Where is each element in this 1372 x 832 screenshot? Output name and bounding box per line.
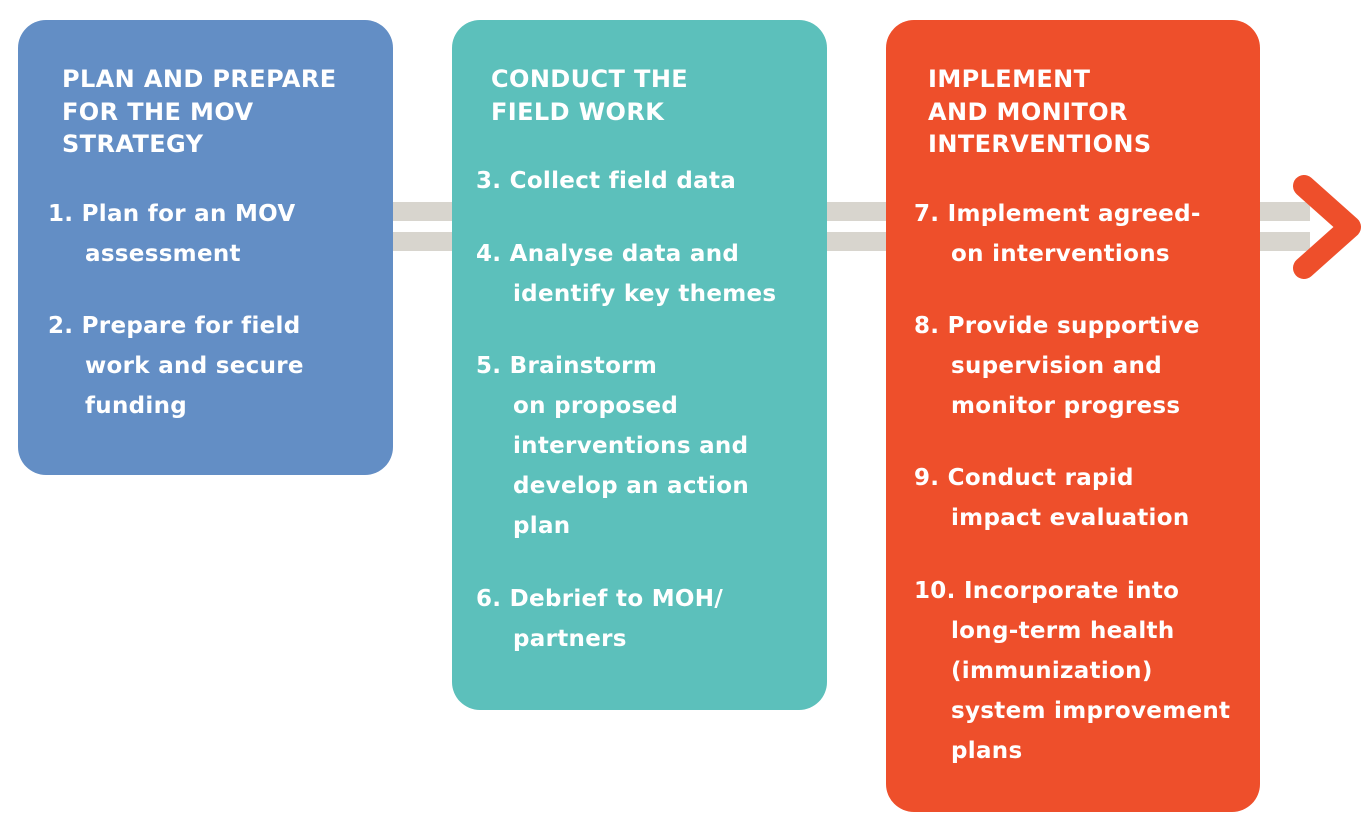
- step-5-line: 5. Brainstorm: [476, 353, 658, 379]
- step-2-line: 2. Prepare for field: [48, 313, 301, 339]
- step-4-line: identify key themes: [513, 281, 777, 307]
- step-1-line: 1. Plan for an MOV: [48, 201, 296, 227]
- step-7-line: 7. Implement agreed-: [914, 201, 1201, 227]
- stage-field-box: CONDUCT THE FIELD WORK 3. Collect field …: [452, 20, 827, 710]
- step-6-line: 6. Debrief to MOH/: [476, 586, 724, 612]
- step-10-line: (immunization): [951, 658, 1153, 684]
- step-9-line: 9. Conduct rapid: [914, 465, 1134, 491]
- step-1-line: assessment: [85, 241, 241, 267]
- step-9-line: impact evaluation: [951, 505, 1190, 531]
- step-10-line: plans: [951, 738, 1023, 764]
- step-4: 4. Analyse data and identify key themes: [476, 234, 776, 314]
- step-4-line: 4. Analyse data and: [476, 241, 740, 267]
- step-10-line: system improvement: [951, 698, 1231, 724]
- step-8-line: supervision and: [951, 353, 1162, 379]
- step-7: 7. Implement agreed- on interventions: [914, 194, 1201, 274]
- step-3-line: 3. Collect field data: [476, 168, 737, 194]
- step-2-line: funding: [85, 393, 188, 419]
- step-2: 2. Prepare for field work and secure fun…: [48, 306, 304, 426]
- step-5-line: plan: [513, 513, 571, 539]
- step-8-line: 8. Provide supportive: [914, 313, 1200, 339]
- stage-plan-title: PLAN AND PREPARE FOR THE MOV STRATEGY: [62, 65, 337, 158]
- stage-plan-box: PLAN AND PREPARE FOR THE MOV STRATEGY 1.…: [18, 20, 393, 475]
- stage-field-title: CONDUCT THE FIELD WORK: [491, 65, 689, 126]
- stage-implement-box: IMPLEMENT AND MONITOR INTERVENTIONS 7. I…: [886, 20, 1260, 812]
- step-5-line: develop an action: [513, 473, 750, 499]
- step-10-line: 10. Incorporate into: [914, 578, 1180, 604]
- step-3: 3. Collect field data: [476, 161, 736, 201]
- step-8: 8. Provide supportive supervision and mo…: [914, 306, 1200, 426]
- step-8-line: monitor progress: [951, 393, 1181, 419]
- stage-implement-title: IMPLEMENT AND MONITOR INTERVENTIONS: [928, 65, 1152, 158]
- step-7-line: on interventions: [951, 241, 1170, 267]
- step-5-line: on proposed: [513, 393, 679, 419]
- step-6: 6. Debrief to MOH/ partners: [476, 579, 723, 659]
- step-2-line: work and secure: [85, 353, 304, 379]
- step-5-line: interventions and: [513, 433, 749, 459]
- step-9: 9. Conduct rapid impact evaluation: [914, 458, 1190, 538]
- step-5: 5. Brainstorm on proposed interventions …: [476, 346, 749, 546]
- step-6-line: partners: [513, 626, 627, 652]
- step-10: 10. Incorporate into long-term health (i…: [914, 571, 1230, 771]
- arrow-right-icon: [1293, 175, 1361, 279]
- step-10-line: long-term health: [951, 618, 1175, 644]
- step-1: 1. Plan for an MOV assessment: [48, 194, 295, 274]
